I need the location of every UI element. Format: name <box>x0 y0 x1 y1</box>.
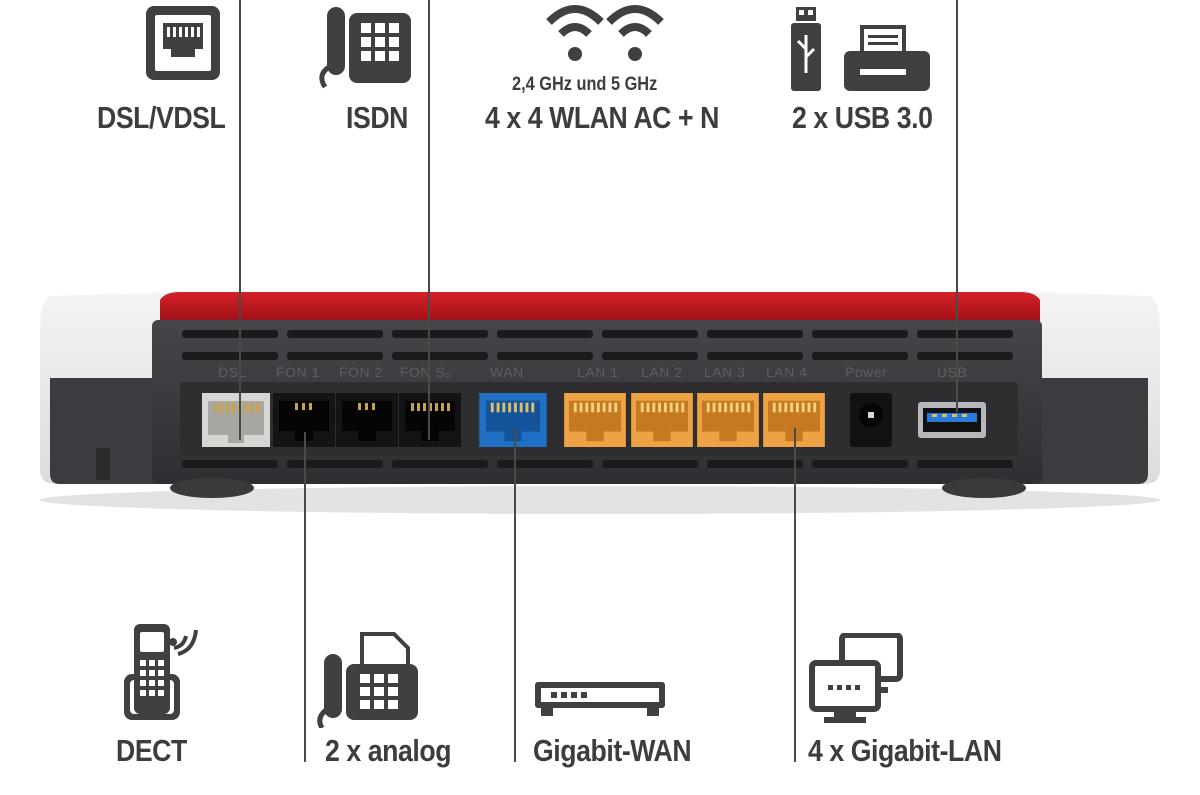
gigabit-lan-label: 4 x Gigabit-LAN <box>808 733 1002 768</box>
port-label-fon2: FON 2 <box>339 364 383 380</box>
power-jack[interactable] <box>850 393 892 447</box>
usb-port[interactable] <box>918 393 986 447</box>
port-label-fon-s0: FON S₀ <box>400 364 452 380</box>
dsl-port[interactable] <box>202 393 270 447</box>
usb-leader-line <box>956 0 958 412</box>
port-label-lan3: LAN 3 <box>704 364 746 380</box>
analog-leader-line <box>304 432 306 762</box>
analog-label: 2 x analog <box>325 733 452 768</box>
isdn-leader-line <box>428 0 430 440</box>
port-label-lan2: LAN 2 <box>641 364 683 380</box>
lan2-port[interactable] <box>630 393 694 447</box>
dect-label: DECT <box>116 733 187 768</box>
ethernet-jack-icon <box>146 6 220 80</box>
wifi-icon <box>546 5 664 61</box>
fon-s0-port[interactable] <box>399 393 461 447</box>
fon2-port[interactable] <box>336 393 398 447</box>
desk-phone-icon <box>319 7 411 89</box>
usb-label: 2 x USB 3.0 <box>792 100 933 135</box>
wlan-bands-label: 2,4 GHz und 5 GHz <box>512 74 658 95</box>
port-label-dsl: DSL <box>218 364 247 380</box>
usb-stick-printer-icon <box>791 7 930 91</box>
dect-handset-icon <box>124 624 198 720</box>
port-label-usb: USB <box>937 364 968 380</box>
lan-leader-line <box>794 428 796 762</box>
wlan-label: 4 x 4 WLAN AC + N <box>485 100 719 135</box>
lan3-port[interactable] <box>696 393 760 447</box>
dsl-vdsl-label: DSL/VDSL <box>97 100 226 135</box>
port-label-power: Power <box>845 364 888 380</box>
phone-fax-icon <box>317 632 418 728</box>
gigabit-wan-label: Gigabit-WAN <box>533 733 692 768</box>
port-label-fon1: FON 1 <box>276 364 320 380</box>
port-label-wan: WAN <box>490 364 524 380</box>
port-label-lan4: LAN 4 <box>766 364 808 380</box>
lan1-port[interactable] <box>563 393 627 447</box>
modem-box-icon <box>535 682 665 716</box>
isdn-label: ISDN <box>346 100 408 135</box>
wan-port[interactable] <box>478 393 548 447</box>
dsl-leader-line <box>239 0 241 440</box>
wan-leader-line <box>514 428 516 762</box>
port-label-lan1: LAN 1 <box>577 364 619 380</box>
computers-icon <box>809 633 903 723</box>
